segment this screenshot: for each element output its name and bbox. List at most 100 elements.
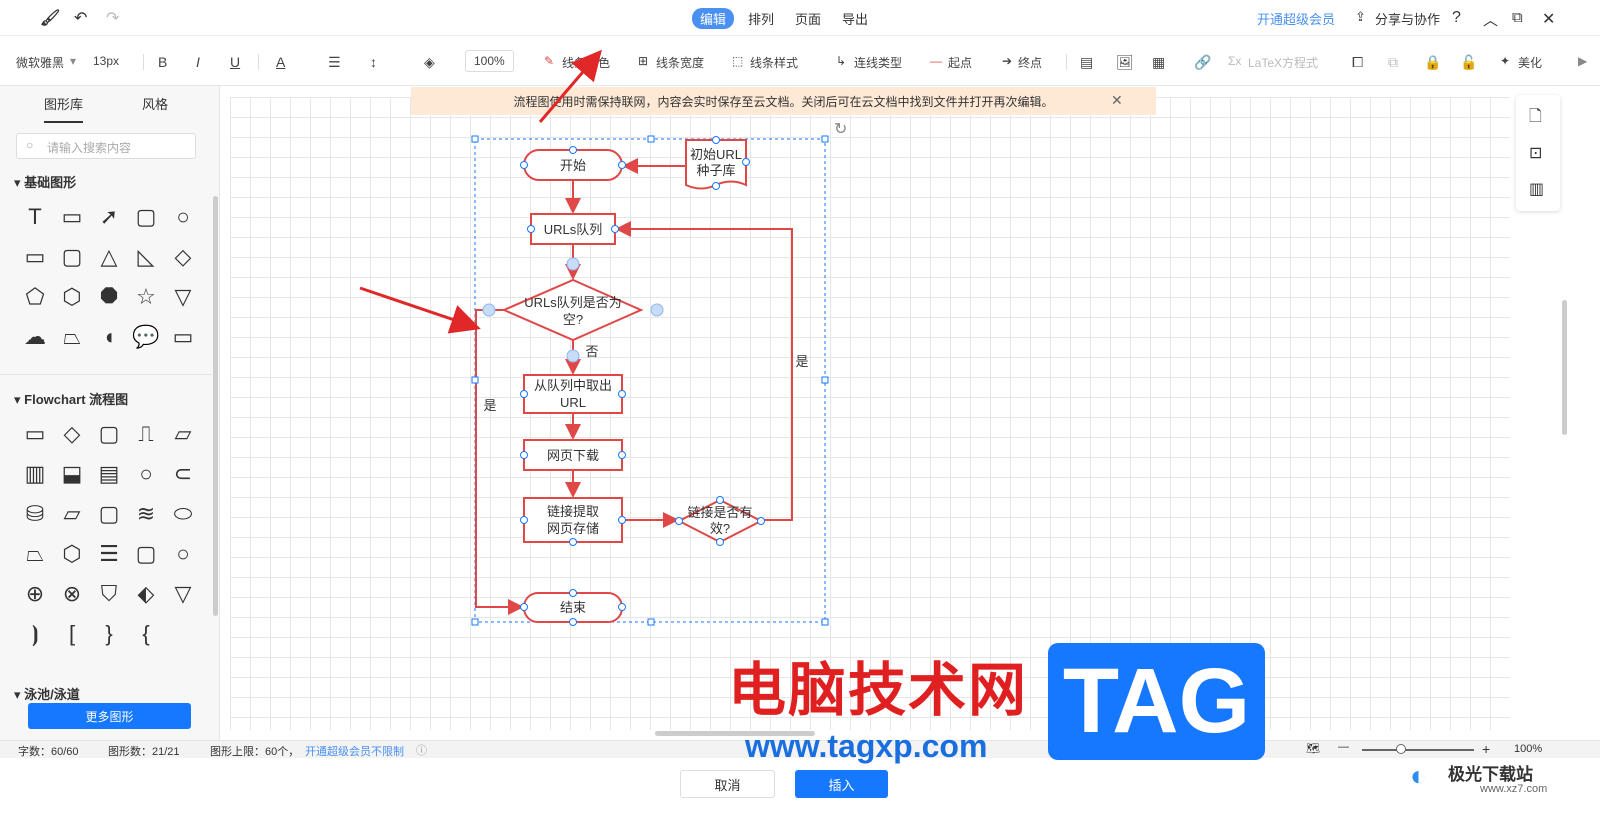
- zoom-out-button[interactable]: —: [1338, 741, 1349, 753]
- share-icon[interactable]: ⇪: [1355, 9, 1366, 24]
- scrollbar[interactable]: [213, 196, 218, 616]
- start-point-button[interactable]: 起点: [948, 56, 973, 70]
- sum-shape[interactable]: ⊗: [62, 581, 82, 606]
- decision-shape[interactable]: ◇: [63, 421, 81, 446]
- menu-edit[interactable]: 编辑: [692, 8, 735, 29]
- display-shape[interactable]: ▢: [98, 501, 120, 526]
- funnel-shape[interactable]: ▽: [174, 284, 192, 309]
- format-painter-icon[interactable]: 🖌: [40, 10, 61, 27]
- menu-arrange[interactable]: 排列: [748, 12, 775, 27]
- hexagon-shape[interactable]: ⬡: [62, 541, 82, 566]
- right-triangle-shape[interactable]: ◺: [137, 244, 155, 269]
- redo-icon[interactable]: ↷: [106, 10, 120, 27]
- merge-shape[interactable]: ▽: [174, 581, 192, 606]
- beautify-button[interactable]: 美化: [1518, 56, 1543, 70]
- section-basic-shapes[interactable]: ▾ 基础图形: [14, 175, 77, 190]
- or-shape[interactable]: ⊕: [25, 581, 45, 606]
- help-button[interactable]: ?: [1452, 9, 1461, 26]
- layout-icon[interactable]: ▤: [1080, 54, 1094, 70]
- tape-shape[interactable]: ≋: [136, 501, 156, 526]
- internal-storage-shape[interactable]: ▤: [98, 461, 120, 486]
- unlock-icon[interactable]: 🔓: [1460, 54, 1478, 70]
- card-shape[interactable]: ⬓: [61, 461, 83, 486]
- table-icon[interactable]: ▦: [1152, 54, 1166, 70]
- connector-shape[interactable]: ○: [139, 461, 153, 486]
- insert-button[interactable]: 插入: [795, 770, 888, 798]
- cancel-button[interactable]: 取消: [680, 770, 775, 798]
- line-height-icon[interactable]: ↕: [370, 54, 377, 70]
- predefined-shape[interactable]: ▥: [24, 461, 46, 486]
- database-shape[interactable]: ⛁: [25, 501, 45, 526]
- callout-shape[interactable]: 💬: [132, 324, 160, 349]
- circle-shape[interactable]: ○: [176, 204, 190, 229]
- pentagon-shape[interactable]: ⬠: [25, 284, 45, 309]
- brace-left-shape[interactable]: {: [142, 621, 150, 646]
- sort-shape[interactable]: ⬖: [137, 581, 155, 606]
- search-input[interactable]: 请输入搜索内容: [16, 133, 196, 159]
- off-page-shape[interactable]: ⛉: [100, 581, 118, 606]
- section-swimlane[interactable]: ▾ 泳池/泳道: [14, 687, 80, 702]
- connector-type-button[interactable]: 连线类型: [854, 56, 903, 70]
- vertical-scrollbar[interactable]: [1562, 300, 1567, 435]
- document-shape[interactable]: ⎍: [138, 421, 154, 446]
- manual-op-shape[interactable]: ⏢: [26, 541, 44, 566]
- tab-shape-library[interactable]: 图形库: [44, 94, 84, 123]
- vip-link[interactable]: 开通超级会员: [1257, 12, 1336, 27]
- help-icon[interactable]: ⓘ: [416, 745, 427, 757]
- annotation-left-shape[interactable]: [: [68, 621, 76, 646]
- menu-page[interactable]: 页面: [795, 12, 822, 27]
- horizontal-scrollbar[interactable]: [655, 731, 815, 736]
- annotation-right-shape[interactable]: ⦘: [31, 621, 39, 646]
- note-shape[interactable]: ▭: [61, 204, 83, 229]
- window-icon[interactable]: ⧉: [1512, 9, 1523, 26]
- hexagon-shape[interactable]: ⬡: [62, 284, 82, 309]
- diamond-shape[interactable]: ◇: [174, 244, 192, 269]
- latex-button[interactable]: LaTeX方程式: [1248, 56, 1319, 70]
- canvas[interactable]: [230, 97, 1510, 730]
- line-width-button[interactable]: 线条宽度: [656, 56, 705, 70]
- preparation-shape[interactable]: ⬭: [173, 501, 193, 526]
- fill-color-icon[interactable]: ◈: [424, 54, 435, 70]
- parallel-shape[interactable]: ☰: [99, 541, 119, 566]
- font-color-button[interactable]: A: [276, 54, 286, 70]
- close-banner-icon[interactable]: ✕: [1111, 92, 1123, 108]
- triangle-shape[interactable]: △: [100, 244, 118, 269]
- page-icon[interactable]: 🗋: [1529, 108, 1542, 125]
- collapse-icon[interactable]: ︿: [1483, 12, 1499, 29]
- image-icon[interactable]: 🖼: [1116, 54, 1134, 70]
- scroll-right-icon[interactable]: ▶: [1578, 54, 1588, 68]
- italic-button[interactable]: I: [196, 54, 200, 70]
- rounded-shape[interactable]: ▢: [61, 244, 83, 269]
- chart-icon[interactable]: ▥: [1529, 181, 1545, 198]
- zoom-slider-handle[interactable]: [1396, 744, 1406, 754]
- close-icon[interactable]: ✕: [1542, 11, 1556, 28]
- rect-shape[interactable]: ▭: [24, 244, 46, 269]
- on-page-shape[interactable]: ○: [176, 541, 190, 566]
- line-style-button[interactable]: 线条样式: [750, 56, 799, 70]
- lock-icon[interactable]: 🔒: [1424, 54, 1442, 70]
- star-shape[interactable]: ☆: [136, 284, 156, 309]
- tab-style[interactable]: 风格: [142, 97, 169, 112]
- terminator-shape[interactable]: ▢: [98, 421, 120, 446]
- rounded-rect-shape[interactable]: ▢: [135, 204, 157, 229]
- ungroup-icon[interactable]: ⧉: [1388, 54, 1398, 70]
- zoom-in-button[interactable]: +: [1482, 741, 1491, 757]
- link-icon[interactable]: 🔗: [1194, 54, 1212, 70]
- undo-icon[interactable]: ↶: [74, 10, 88, 27]
- map-icon[interactable]: 🗺: [1306, 743, 1320, 755]
- underline-button[interactable]: U: [230, 54, 241, 70]
- section-flowchart[interactable]: ▾ Flowchart 流程图: [14, 392, 129, 407]
- more-shapes-button[interactable]: 更多图形: [28, 703, 191, 729]
- arrow-shape[interactable]: ➚: [99, 204, 119, 229]
- data-shape[interactable]: ▱: [174, 421, 192, 446]
- zoom-slider[interactable]: [1362, 749, 1474, 751]
- octagon-shape[interactable]: ⯃: [100, 284, 118, 309]
- menu-export[interactable]: 导出: [842, 12, 869, 27]
- text-box-icon[interactable]: ⊡: [1529, 145, 1543, 162]
- share-button[interactable]: 分享与协作: [1375, 12, 1441, 27]
- stored-data-shape[interactable]: ⊂: [173, 461, 193, 486]
- upgrade-link[interactable]: 开通超级会员不限制: [305, 746, 404, 758]
- cloud-shape[interactable]: ☁: [24, 324, 46, 349]
- end-point-button[interactable]: 终点: [1018, 56, 1043, 70]
- group-icon[interactable]: ⧠: [1352, 54, 1364, 70]
